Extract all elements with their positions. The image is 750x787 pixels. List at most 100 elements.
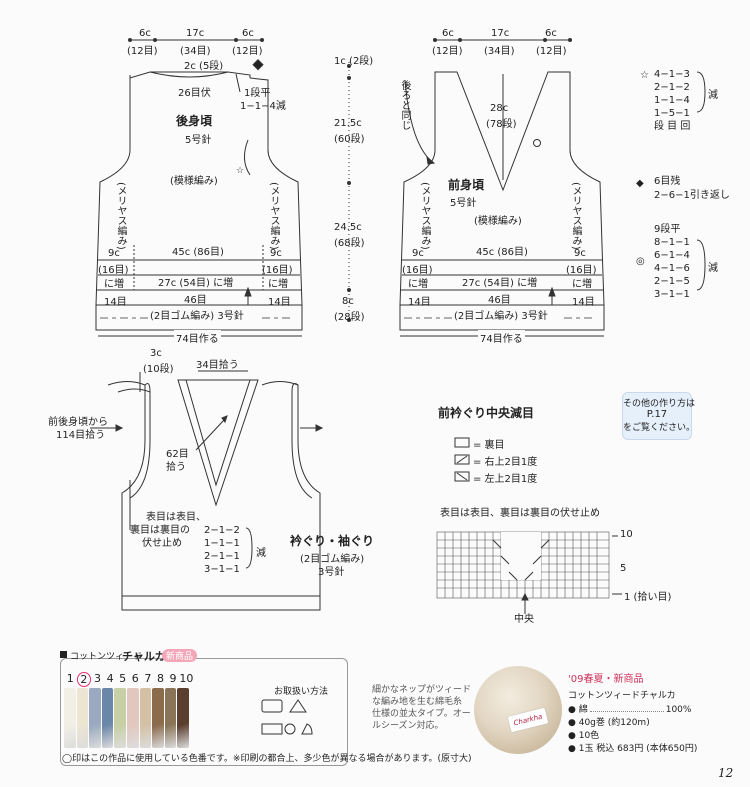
finish-dec-row: 2−1−1 — [204, 551, 240, 562]
back-needle: 5号針 — [185, 135, 212, 146]
yarn-bullet — [60, 651, 67, 658]
front-needle: 5号針 — [450, 198, 477, 209]
height-28: (28段) — [334, 312, 365, 323]
front-top-12-left: (12目) — [432, 46, 463, 57]
finish-dec-row: 2−1−2 — [204, 525, 240, 536]
note-page-link[interactable]: P.17 — [646, 409, 668, 420]
desc-line: な編み地を生む綿毛糸 — [372, 697, 463, 707]
chart-row-1: 1 (拾い目) — [624, 592, 672, 603]
front-same-as-back: 後ろと同じ — [399, 80, 410, 130]
spec-colors: ● 10色 — [568, 731, 600, 741]
back-top-6c-left: 6c — [139, 28, 151, 39]
front-left-16: (16目) — [402, 265, 433, 276]
back-top-12-right: (12目) — [232, 46, 263, 57]
legend-diamond-1: 6目残 — [654, 176, 681, 187]
yarn-new-badge: 新商品 — [162, 649, 198, 662]
back-neck-bindoff: 26目伏 — [178, 88, 211, 99]
finish-10rows: (10段) — [143, 364, 174, 375]
color-number: 6 — [131, 672, 139, 685]
yarn-ball-image — [474, 666, 562, 754]
legend-star-label: 減 — [708, 90, 718, 101]
finish-title: 衿ぐり・袖ぐり — [290, 534, 375, 548]
legend-circle-row: 6−1−4 — [654, 250, 690, 261]
care-label: お取扱い方法 — [274, 687, 329, 697]
height-21c: 21.5c — [334, 118, 362, 129]
color-number: 1 — [66, 672, 74, 685]
color-number-selected: 2 — [76, 672, 92, 687]
chart-title: 前衿ぐり中央減目 — [438, 406, 535, 420]
note-line-1: その他の作り方は — [623, 399, 696, 409]
back-right-16: (16目) — [262, 265, 293, 276]
back-dec-1: 1段平 — [244, 88, 271, 99]
color-swatch — [164, 688, 177, 748]
finish-dec-row: 1−1−1 — [204, 538, 240, 549]
color-swatch — [64, 688, 76, 748]
spec-colors-text: 10色 — [578, 731, 600, 741]
spec-price: ● 1玉 税込 683円 (本体650円) — [568, 744, 698, 754]
finish-pick34: 34目拾う — [196, 360, 239, 371]
front-side-left: (メリヤス編み) — [419, 182, 430, 250]
color-number: 7 — [144, 672, 152, 685]
front-top-12-right: (12目) — [536, 46, 567, 57]
yarn-footnote: ◯印はこの作品に使用している色番です。※印刷の都合上、多少色が異なる場合がありま… — [62, 754, 472, 764]
color-number: 10 — [179, 672, 194, 685]
chart-row-5: 5 — [620, 563, 627, 574]
back-neck-rows: 2c (5段) — [184, 61, 224, 72]
front-right-inc: に増 — [572, 279, 592, 290]
color-swatch — [126, 688, 139, 748]
desc-line: ルシーズン対応。 — [372, 721, 444, 731]
finish-3c: 3c — [150, 348, 162, 359]
finish-dec-row: 3−1−1 — [204, 564, 240, 575]
season-label: '09春夏・新商品 — [568, 674, 644, 685]
color-numbers: 1 2 3 4 5 6 7 8 9 10 — [64, 672, 194, 687]
yarn-header: コットンツィード — [70, 652, 143, 662]
color-number: 3 — [93, 672, 101, 685]
front-left-inc: に増 — [408, 279, 428, 290]
back-side-right: (メリヤス編み) — [268, 182, 279, 250]
color-swatch — [101, 688, 114, 748]
spec-price-text: 1玉 税込 683円 (本体650円) — [578, 744, 698, 754]
note-badge: その他の作り方は P.17 をご覧ください。 — [622, 392, 696, 440]
finish-bind-3: 伏せ止め — [142, 538, 182, 549]
legend-circle-rows: 9段平 8−1−1 6−1−4 4−1−6 2−1−5 3−1−1 — [654, 223, 690, 301]
back-top-34: (34目) — [180, 46, 211, 57]
front-right-16: (16目) — [566, 265, 597, 276]
height-60: (60段) — [334, 134, 365, 145]
finish-armhole-2: 114目拾う — [56, 430, 106, 441]
legend-star-rows: 4−1−3 2−1−2 1−1−4 1−5−1 段 目 回 — [654, 68, 690, 133]
note-line-3: をご覧ください。 — [623, 423, 696, 433]
legend-star-row: 2−1−2 — [654, 82, 690, 93]
finish-needle: 3号針 — [318, 567, 345, 578]
color-swatch — [152, 688, 164, 748]
back-width-45: 45c (86目) — [172, 247, 224, 258]
chart-key-left-dec: = 左上2目1度 — [473, 474, 538, 485]
back-center-27: 27c (54目) に増 — [158, 278, 234, 289]
back-bottom-14-left: 14目 — [104, 297, 127, 308]
front-top-17c: 17c — [491, 28, 510, 39]
finish-dec-label: 減 — [256, 548, 266, 559]
legend-star-row: 段 目 回 — [654, 121, 691, 132]
chart-key-right-dec: = 右上2目1度 — [473, 457, 538, 468]
yarn-description: 細かなネップがツィード な編み地を生む綿毛糸 仕様の並太タイプ。オー ルシーズン… — [372, 684, 471, 732]
legend-circle-row: 4−1−6 — [654, 263, 690, 274]
front-left-9c: 9c — [412, 248, 424, 259]
back-right-inc: に増 — [268, 279, 288, 290]
color-swatch — [139, 688, 152, 748]
product-name: コットンツィードチャルカ — [568, 691, 676, 701]
back-right-9c: 9c — [270, 248, 282, 259]
height-8c: 8c — [342, 296, 354, 307]
back-left-9c: 9c — [108, 248, 120, 259]
back-rib: (2目ゴム編み) 3号針 — [150, 311, 244, 322]
back-cast-on: 74目作る — [174, 330, 221, 345]
legend-star-row: 4−1−3 — [654, 69, 690, 80]
front-pattern: (模様編み) — [474, 216, 522, 227]
finish-pick62-2: 拾う — [166, 462, 186, 473]
front-cast-on: 74目作る — [478, 330, 525, 345]
back-left-inc: に増 — [104, 279, 124, 290]
finish-sub: (2目ゴム編み) — [300, 554, 365, 565]
height-68: (68段) — [334, 238, 365, 249]
front-top-6c-right: 6c — [545, 28, 557, 39]
desc-line: 細かなネップがツィード — [372, 685, 472, 695]
